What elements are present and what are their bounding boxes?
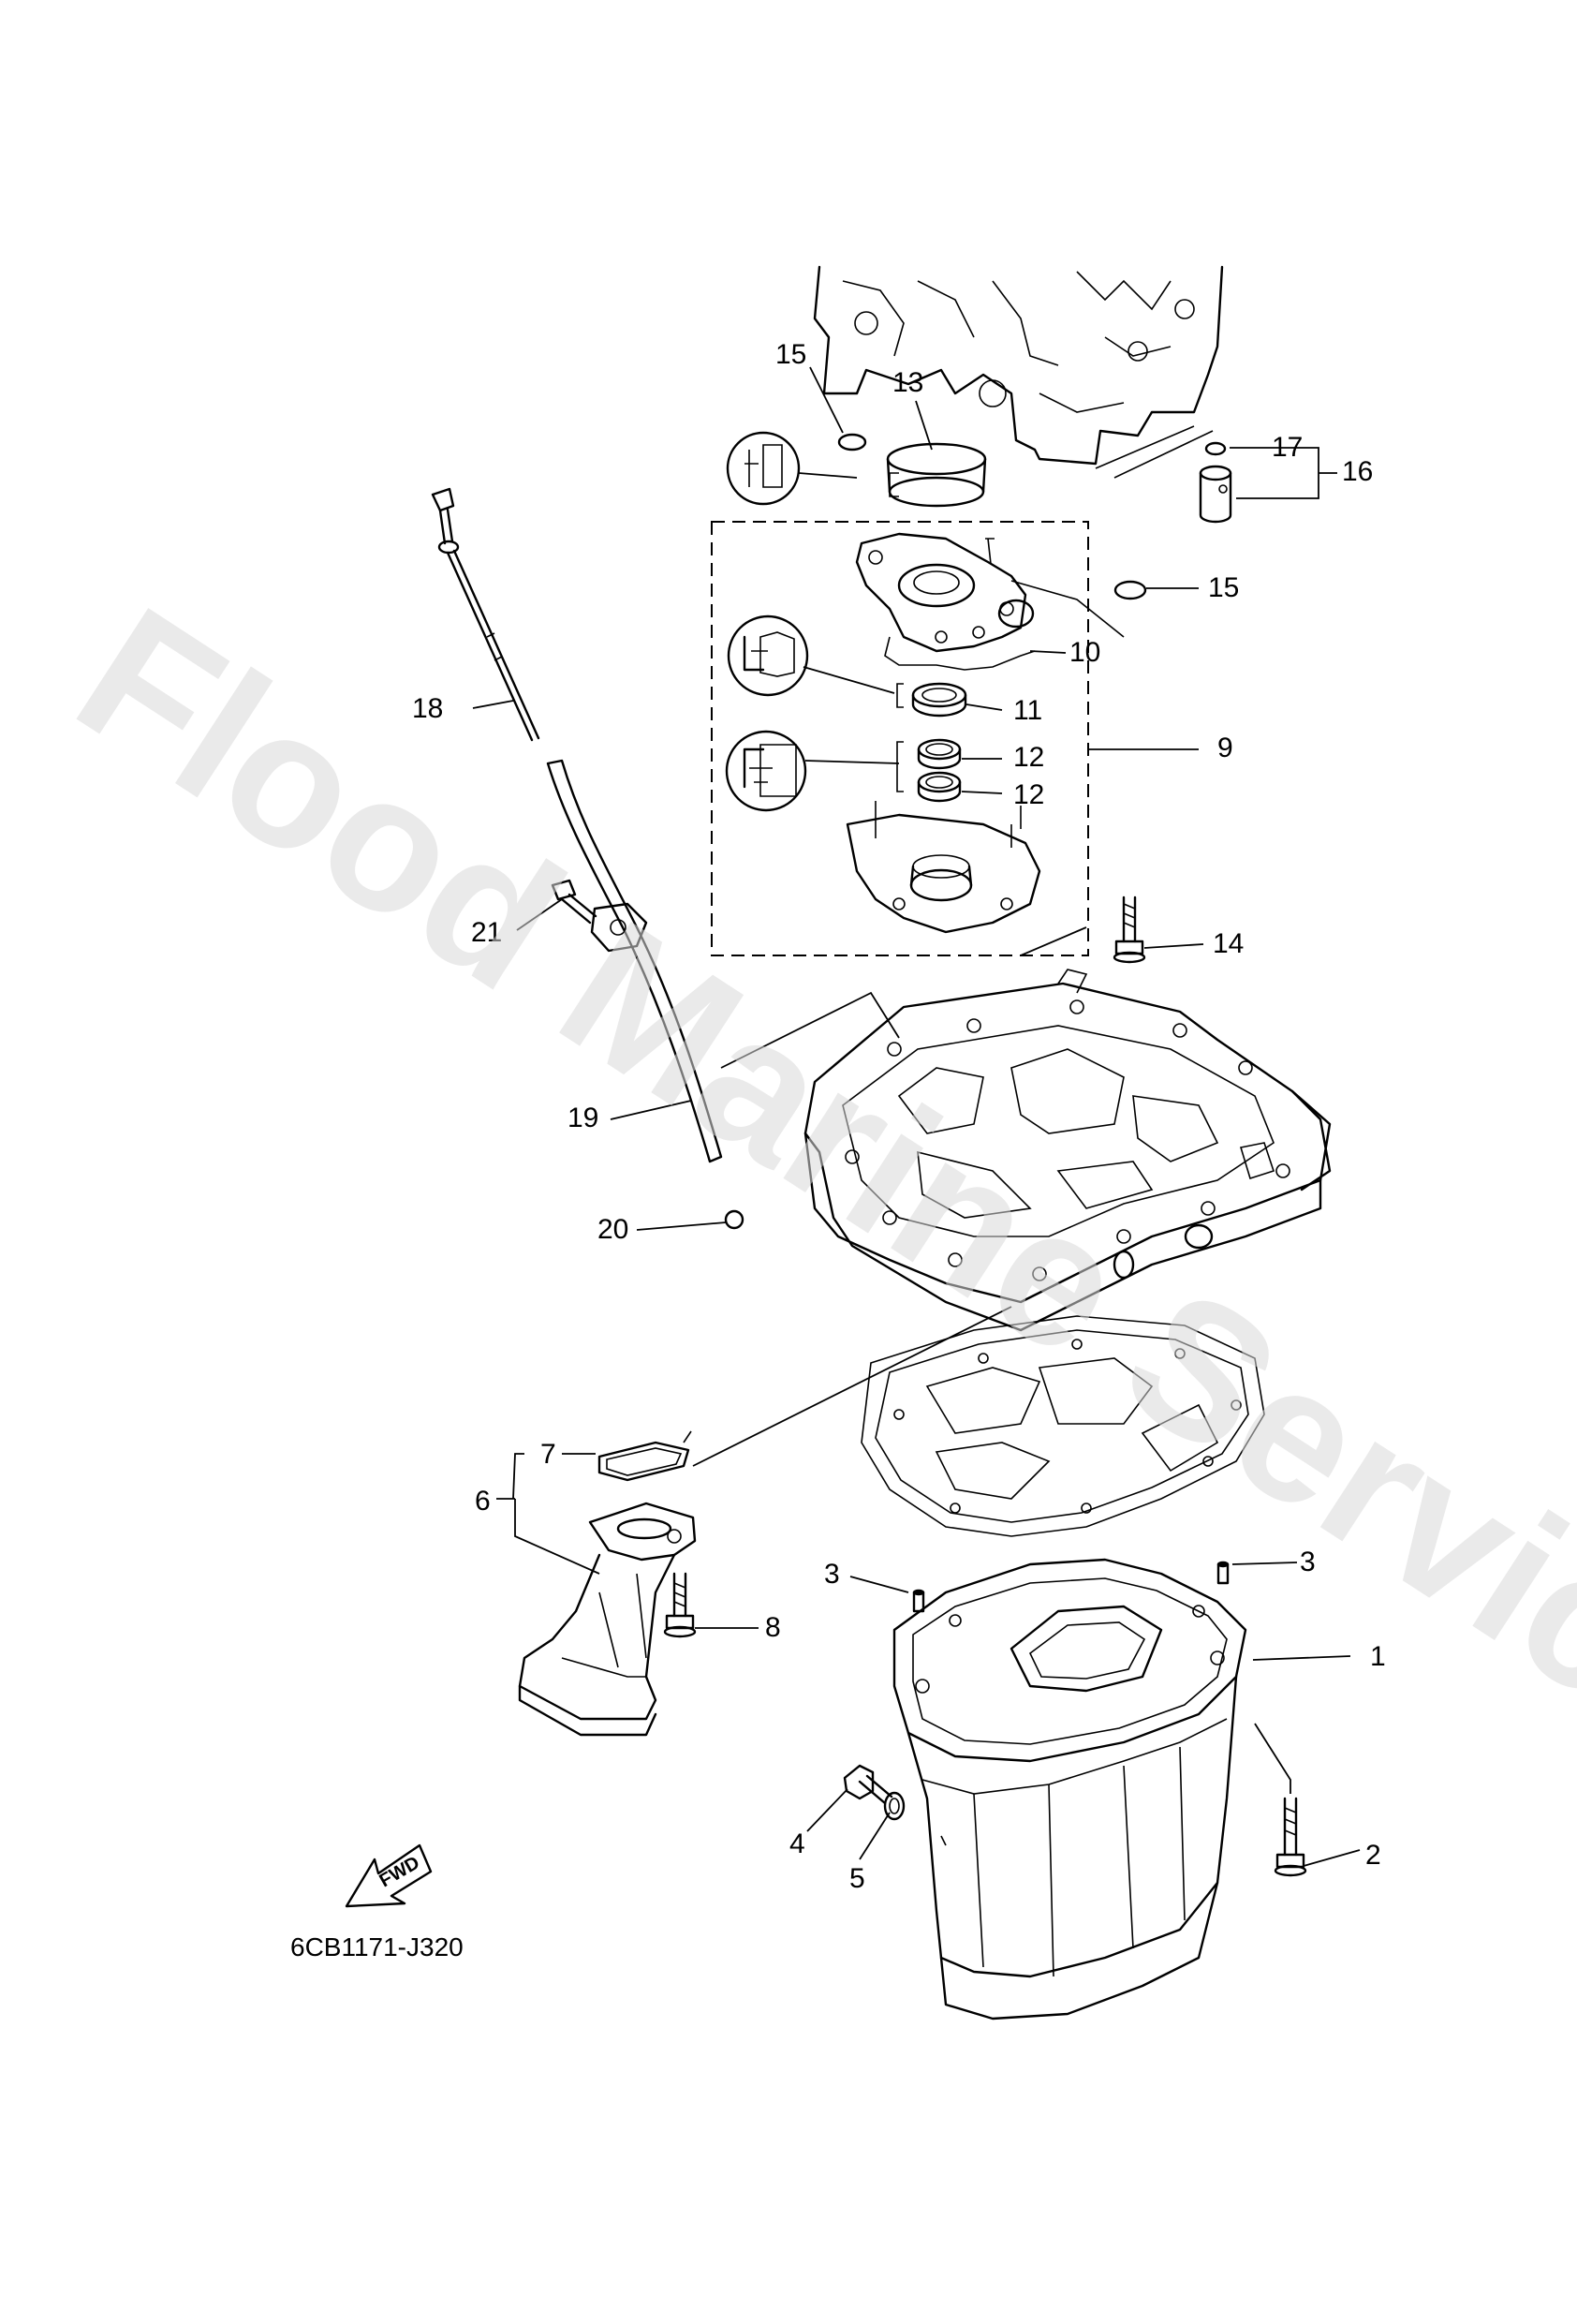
bolt-14 [1113,896,1146,964]
dipstick-18 [431,487,540,742]
callout-3a: 3 [824,1559,840,1590]
washer-5 [883,1791,906,1821]
bracket-12 [896,741,904,792]
callout-16: 16 [1342,456,1373,487]
upper-casing [803,969,1332,1332]
callout-12b: 12 [1013,779,1044,810]
detail-circle-1 [726,431,858,506]
seal-ring-13 [886,442,987,508]
fwd-arrow-icon: FWD [345,1843,433,1908]
callout-6: 6 [475,1486,491,1517]
callout-15a: 15 [775,339,806,370]
lead-strainer-casing [692,1306,1012,1467]
callout-9: 9 [1217,733,1233,763]
drain-plug-4 [843,1764,893,1805]
o-ring-7 [597,1430,692,1482]
bolt-21 [551,879,597,925]
bracket-11 [896,683,904,708]
callout-3b: 3 [1300,1547,1316,1577]
gasket [861,1315,1265,1537]
o-ring-20 [724,1209,744,1230]
detail-circle-3 [725,730,900,812]
assembly-box-9 [711,521,1089,956]
callout-15b: 15 [1208,572,1239,603]
engine-block-fragment [813,265,1224,479]
part-code: 6CB1171-J320 [290,1932,464,1961]
callout-labels: 1 2 3 3 4 5 6 7 8 9 10 11 12 12 13 14 15… [412,339,1386,1894]
bolt-8 [663,1572,697,1638]
callout-20: 20 [597,1214,628,1245]
callout-12a: 12 [1013,742,1044,773]
bracket-13 [889,472,899,497]
oil-seal-12a [917,738,962,770]
oil-pan-1 [892,1558,1247,2021]
callout-19: 19 [567,1103,598,1133]
callout-4: 4 [789,1828,805,1859]
callout-5: 5 [849,1863,865,1894]
o-ring-15b [1113,580,1147,600]
lower-housing [846,801,1041,934]
detail-circle-2 [727,614,895,697]
callout-10: 10 [1069,637,1100,668]
lead-box-casing [1020,926,1087,956]
callout-14: 14 [1213,928,1244,959]
callout-11: 11 [1013,695,1042,726]
callout-17: 17 [1272,432,1303,463]
ring-17 [1204,441,1227,456]
dowel-3a [912,1589,925,1613]
upper-housing [855,532,1125,653]
collar-16 [1199,465,1232,524]
lead-casing-a [720,991,900,1069]
oil-strainer-6 [518,1502,697,1737]
callout-7: 7 [540,1439,556,1470]
callout-21: 21 [471,917,502,948]
o-ring-15a [837,433,867,451]
callout-8: 8 [765,1612,781,1643]
bolt-2 [1254,1723,1307,1877]
callout-18: 18 [412,693,443,724]
gasket-10 [884,636,1036,671]
leader-lines [472,366,1361,1867]
guide-tube-19 [546,759,723,1163]
callout-1: 1 [1370,1641,1386,1672]
dowel-3b [1216,1561,1230,1585]
oil-seal-12b [917,771,962,803]
oil-seal-11 [911,682,967,718]
callout-2: 2 [1365,1840,1381,1871]
callout-13: 13 [892,367,923,398]
